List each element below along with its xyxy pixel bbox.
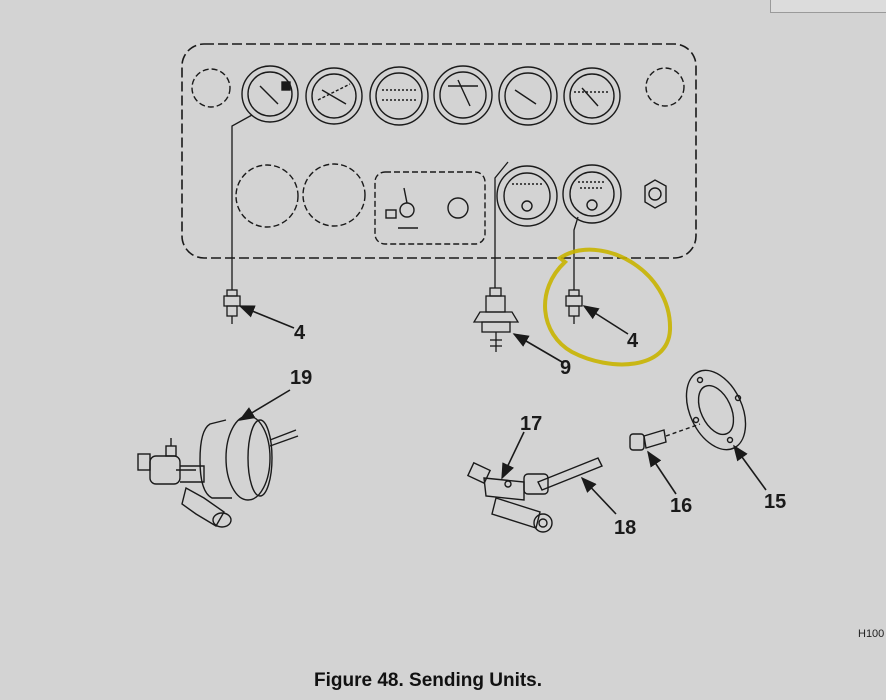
gauge-row-top [191,65,685,126]
callout-9: 9 [560,357,571,379]
callout-18: 18 [614,517,636,539]
figure-caption: Figure 48. Sending Units. [314,670,543,691]
empty-gauge-hole [235,164,299,228]
page-edge [770,0,886,13]
gauge-temperature [498,66,558,126]
gauge-row-bottom [235,163,667,245]
valve-17 [466,461,553,533]
sending-unit-left [223,289,241,324]
callout-19: 19 [290,367,312,389]
instrument-panel [181,43,697,259]
gauge-lower-left [496,165,558,227]
gauge-wires [231,114,579,290]
callout-17: 17 [520,413,542,435]
gauge-voltmeter [433,65,493,125]
callout-15: 15 [764,491,786,513]
panel-knob [644,179,667,209]
callout-4-left: 4 [294,322,306,344]
gauge-air [305,67,363,125]
fitting-16 [629,423,701,451]
gasket-15 [685,369,747,451]
empty-gauge-hole [191,68,231,108]
empty-gauge-hole [302,163,366,227]
callout-4-right: 4 [627,330,639,352]
empty-gauge-hole [645,67,685,107]
sending-unit-19 [137,415,299,528]
gauge-lower-right [562,164,622,224]
switch-plate [374,171,486,245]
tube-18 [537,457,603,491]
drawing-code: H100 [858,628,885,640]
gauge-oil-pressure [563,67,621,125]
highlight-circle [543,247,673,367]
callout-arrows [238,305,767,515]
gauge-fuel [241,65,299,123]
callout-16: 16 [670,495,692,517]
sending-unit-right [565,289,583,324]
sending-unit-9 [472,287,520,352]
gauge-tachometer [369,66,429,126]
assembly-15-18 [466,369,747,533]
